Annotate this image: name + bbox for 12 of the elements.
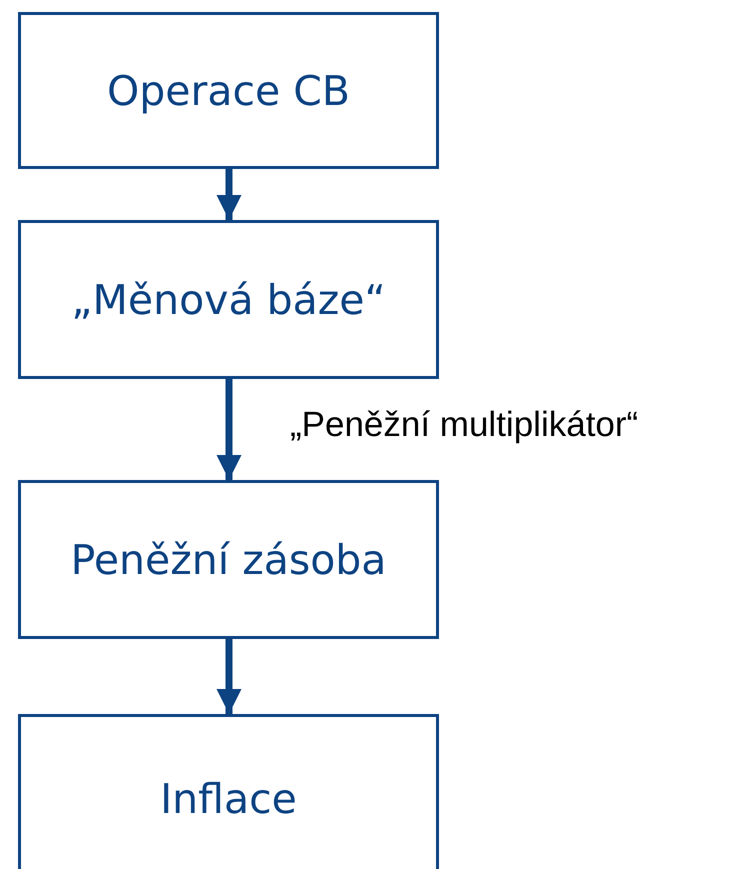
- box-label: „Měnová báze“: [71, 276, 386, 324]
- box-label: Operace CB: [106, 66, 350, 114]
- box-label: Inflace: [160, 775, 297, 823]
- process-box: [18, 714, 439, 869]
- arrow: [216, 639, 242, 714]
- edge-label: „Peněžní multiplikátor“: [290, 404, 638, 444]
- arrow: [216, 379, 242, 480]
- process-box: [18, 480, 439, 639]
- process-box: [18, 12, 439, 169]
- arrow: [216, 169, 242, 220]
- box-label: Peněžní zásoba: [70, 536, 386, 584]
- process-box: [18, 220, 439, 379]
